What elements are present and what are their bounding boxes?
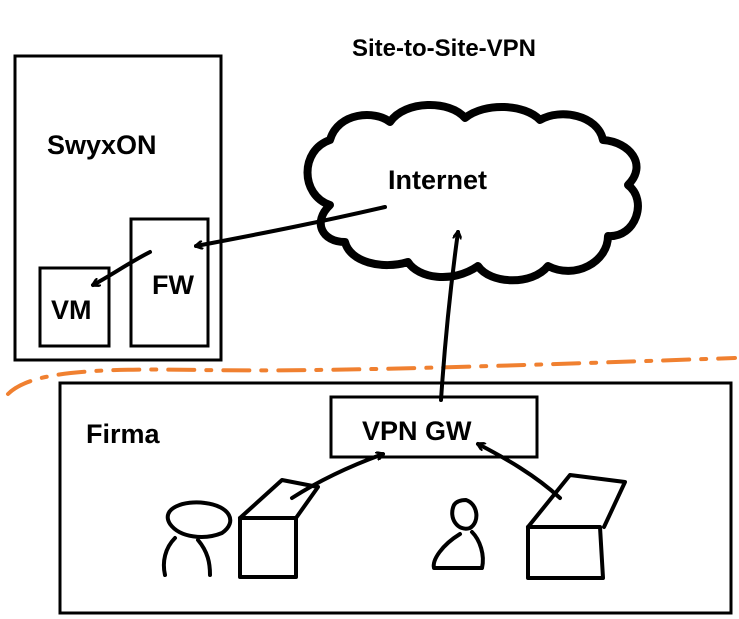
diagram-title: Site-to-Site-VPN <box>352 35 536 62</box>
network-boundary-line <box>6 356 737 396</box>
vm-box <box>38 266 111 348</box>
arrow-right-user-to-gateway <box>478 444 562 500</box>
vm-label: VM <box>51 295 92 325</box>
arrow-left-user-to-gateway <box>290 454 383 500</box>
arrow-internet-to-firewall <box>196 205 387 246</box>
arrow-firewall-to-vm <box>93 250 152 287</box>
swyxon-label: SwyxON <box>47 130 157 160</box>
laptop-icon-right <box>526 473 627 580</box>
vpn-gateway-box <box>329 395 539 459</box>
firewall-label: FW <box>152 270 194 300</box>
firewall-box <box>129 217 210 348</box>
arrow-gateway-to-internet <box>439 232 458 402</box>
firma-box <box>58 381 733 615</box>
laptop-icon-left <box>238 478 320 579</box>
internet-label: Internet <box>388 165 487 195</box>
vpn-gateway-label: VPN GW <box>362 416 472 446</box>
firma-label: Firma <box>86 419 161 449</box>
person-icon-right <box>431 498 485 570</box>
swyxon-box <box>13 54 223 362</box>
internet-cloud <box>303 101 642 285</box>
person-icon-left <box>161 500 233 577</box>
